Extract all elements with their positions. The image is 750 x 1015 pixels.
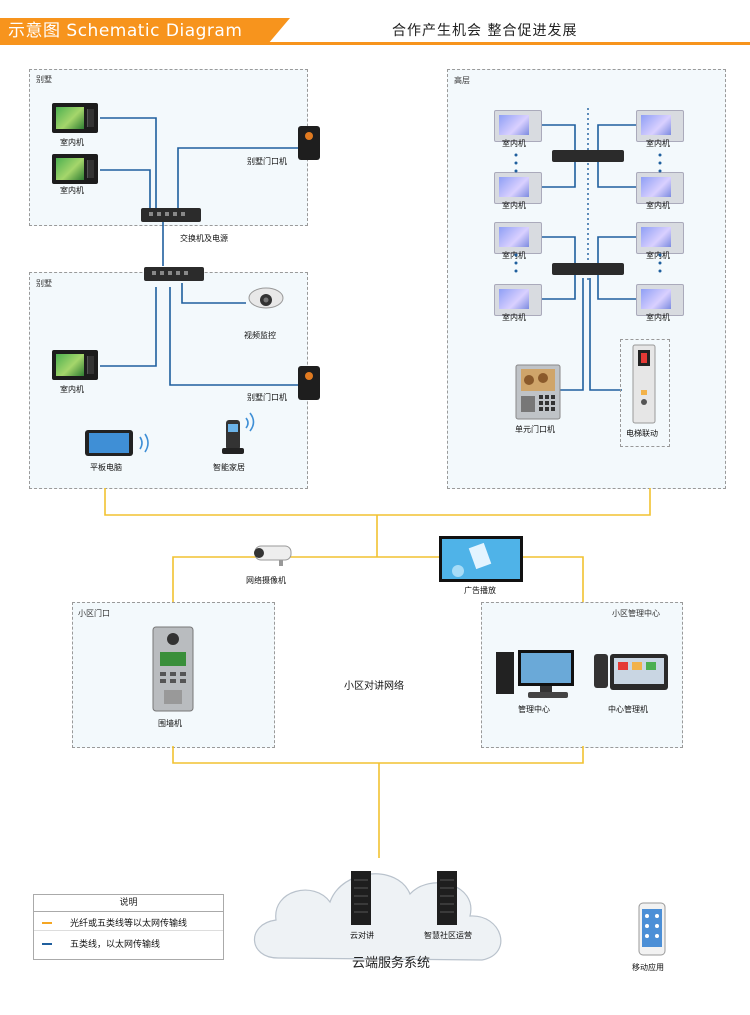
door-unit-label: 别墅门口机 [247,157,287,166]
zone-gate-label: 小区门口 [78,609,110,618]
indoor-monitor-icon [52,154,98,184]
zone-highrise-label: 高层 [454,76,470,85]
elevator-panel-icon [632,344,656,424]
network-switch-icon [141,208,201,222]
network-label: 小区对讲网络 [344,681,404,692]
legend-item-ethernet: 五类线，以太网传输线 [70,940,161,950]
mobile-phone-icon [638,902,666,956]
legend-swatch-ethernet [42,943,52,945]
zone-villa-top-label: 别墅 [36,75,52,84]
legend-divider [34,930,223,931]
indoor-unit-label: 室内机 [60,138,84,147]
elevator-frame [620,339,670,447]
network-switch-icon [552,263,624,275]
cloud-title: 云端服务系统 [352,956,431,971]
camera-label: 视频监控 [244,331,276,340]
tablet-icon [85,430,149,456]
switch-label: 交换机及电源 [180,234,228,243]
wall-unit-label: 围墙机 [158,719,182,728]
indoor-unit-label: 室内机 [646,139,670,148]
server-label: 云对讲 [350,931,374,940]
zone-villa-bottom-label: 别墅 [36,279,52,288]
elevator-label: 电梯联动 [626,429,658,438]
door-station-icon [298,366,320,400]
indoor-unit-label: 室内机 [646,251,670,260]
indoor-unit-label: 室内机 [502,139,526,148]
ethernet-lines [100,117,640,391]
indoor-unit-label: 室内机 [502,201,526,210]
mobile-label: 移动应用 [632,963,664,972]
fiber-lines [104,488,651,858]
indoor-monitor-icon [52,103,98,133]
door-unit-label: 别墅门口机 [247,393,287,402]
wall-unit-icon [152,626,194,712]
indoor-unit-label: 室内机 [60,186,84,195]
indoor-monitor-icon [52,350,98,380]
network-switch-icon [552,150,624,162]
server-icon [351,871,371,925]
management-pc-icon [496,650,574,698]
door-station-icon [298,126,320,160]
header-rule [0,42,750,45]
header-banner-tip [268,18,290,44]
server-label: 智慧社区运营 [424,931,472,940]
indoor-monitor-icon [494,222,542,254]
smart-home-phone-icon [222,412,255,454]
legend: 说明 光纤或五类线等以太网传输线 五类线，以太网传输线 [33,894,224,960]
zone-mgmt-label: 小区管理中心 [612,609,660,618]
ellipsis-dots [514,153,662,273]
indoor-monitor-icon [494,284,542,316]
network-switch-icon [144,267,204,281]
legend-title: 说明 [34,895,223,912]
page-slogan: 合作产生机会 整合促进发展 [392,23,578,39]
legend-item-fiber: 光纤或五类线等以太网传输线 [70,919,188,929]
unit-door-station-icon [515,364,561,420]
indoor-unit-label: 室内机 [646,201,670,210]
network-camera-icon [254,545,292,566]
indoor-monitor-icon [636,110,684,142]
dome-camera-icon [248,287,284,309]
smart-home-label: 智能家居 [213,463,245,472]
legend-swatch-fiber [42,922,52,924]
indoor-monitor-icon [494,172,542,204]
mgmt-center-label: 管理中心 [518,705,550,714]
tablet-label: 平板电脑 [90,463,122,472]
server-icon [437,871,457,925]
indoor-unit-label: 室内机 [502,251,526,260]
indoor-unit-label: 室内机 [60,385,84,394]
indoor-monitor-icon [636,172,684,204]
indoor-monitor-icon [636,284,684,316]
indoor-monitor-icon [494,110,542,142]
header-banner [0,18,268,44]
indoor-unit-label: 室内机 [502,313,526,322]
center-console-label: 中心管理机 [608,705,648,714]
ad-screen-label: 广告播放 [464,586,496,595]
page-title: 示意图 Schematic Diagram [8,21,243,41]
center-console-icon [594,654,668,690]
network-camera-label: 网络摄像机 [246,576,286,585]
ad-screen-icon [439,536,523,582]
indoor-unit-label: 室内机 [646,313,670,322]
unit-door-label: 单元门口机 [515,425,555,434]
